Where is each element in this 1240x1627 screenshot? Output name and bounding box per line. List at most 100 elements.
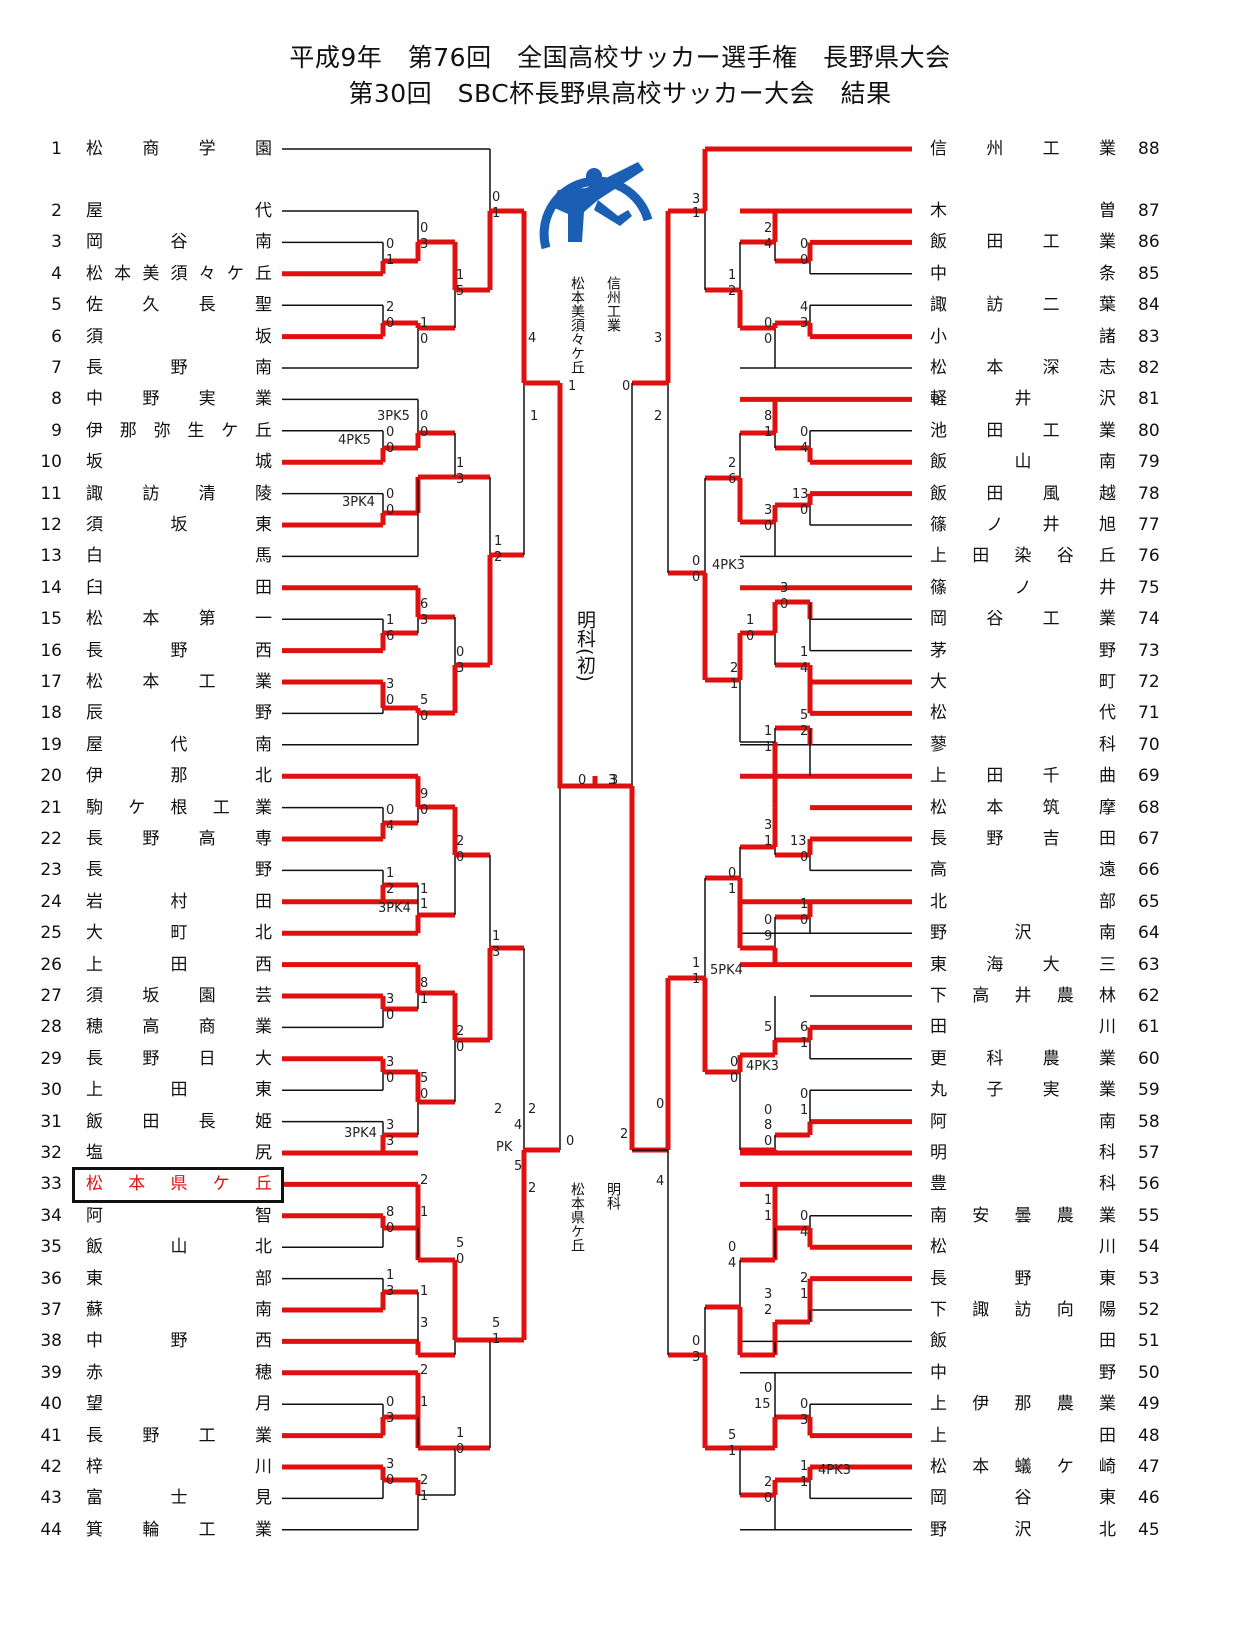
team-seed-number: 82	[1138, 358, 1160, 378]
team-seed-number: 34	[40, 1205, 62, 1226]
match-score: 0	[420, 709, 429, 724]
match-score: 0	[456, 1040, 465, 1055]
match-score: 2	[730, 661, 739, 676]
match-score: 4PK3	[818, 1463, 851, 1478]
team-seed-number: 21	[40, 797, 62, 818]
match-score: 0	[764, 1491, 773, 1506]
team-seed-number: 1	[51, 139, 62, 159]
team-seed-number: 28	[40, 1017, 62, 1038]
match-score: 1	[800, 1287, 809, 1302]
team-seed-number: 55	[1138, 1205, 1160, 1226]
match-score: 0	[456, 850, 465, 865]
team-name: 中野西	[86, 1331, 340, 1352]
team-name: 長野日大	[86, 1048, 312, 1069]
match-score: 3	[800, 1413, 809, 1428]
team-name: 更科農業	[930, 1048, 1156, 1069]
team-seed-number: 71	[1138, 703, 1160, 724]
match-score: 1	[692, 206, 701, 221]
match-score: 5	[492, 1316, 501, 1331]
match-score: 13	[792, 487, 809, 502]
team-seed-number: 86	[1138, 232, 1160, 253]
team-name: 坂城	[86, 452, 424, 473]
match-score: 0	[764, 1134, 773, 1149]
match-score: 2	[456, 1024, 465, 1039]
team-name: 木曽	[930, 201, 1240, 221]
match-score: 1	[800, 1036, 809, 1051]
match-score: 1	[764, 740, 773, 755]
match-score: 4	[528, 331, 537, 346]
team-seed-number: 46	[1138, 1488, 1160, 1509]
team-name: 箕輪工業	[86, 1519, 312, 1540]
match-score: 4	[800, 441, 809, 456]
match-score: 1	[492, 206, 501, 221]
match-score: 3	[456, 661, 465, 676]
match-score: 0	[578, 773, 587, 788]
team-name: 丸子実業	[930, 1080, 1156, 1101]
team-name: 岡谷工業	[930, 609, 1156, 630]
match-score: 0	[800, 237, 809, 252]
team-seed-number: 39	[40, 1362, 62, 1383]
page-subtitle: 第30回 SBC杯長野県高校サッカー大会 結果	[348, 79, 892, 108]
match-score: 8	[764, 1118, 773, 1133]
match-score: 2	[800, 1271, 809, 1286]
match-score: PK	[496, 1140, 513, 1155]
team-seed-number: 79	[1138, 452, 1160, 473]
match-score: 0	[800, 1209, 809, 1224]
team-seed-number: 58	[1138, 1111, 1160, 1132]
match-score: 3	[420, 237, 429, 252]
match-score: 2	[386, 882, 395, 897]
team-seed-number: 56	[1138, 1174, 1160, 1195]
match-score: 0	[764, 1381, 773, 1396]
team-seed-number: 76	[1138, 546, 1160, 567]
team-name: 松川	[930, 1237, 1240, 1258]
match-score: 0	[800, 1397, 809, 1412]
team-seed-number: 41	[40, 1425, 62, 1446]
team-seed-number: 13	[40, 546, 62, 567]
match-score: 4	[728, 1256, 737, 1271]
soccer-kick-emblem-icon	[528, 150, 668, 264]
match-score: 1	[800, 1459, 809, 1474]
match-score: 4	[386, 819, 395, 834]
match-score: 0	[730, 1055, 739, 1070]
team-name: 赤穂	[86, 1362, 424, 1383]
team-seed-number: 22	[40, 829, 62, 849]
match-score: 0	[692, 554, 701, 569]
match-score: 6	[800, 1020, 809, 1035]
team-seed-number: 63	[1138, 954, 1160, 975]
team-name: 小諸	[930, 326, 1240, 347]
team-name: 長野吉田	[930, 829, 1156, 849]
match-score: 0	[456, 645, 465, 660]
match-score: 3PK4	[342, 495, 375, 510]
match-score: 4PK3	[712, 558, 745, 573]
team-name: 屋代	[86, 201, 424, 221]
semifinal-team-bottom-left: 松本県ケ丘	[569, 1182, 585, 1252]
team-name: 穂高商業	[86, 1017, 312, 1038]
match-score: 1	[420, 1205, 429, 1220]
team-name: 池田工業	[930, 420, 1156, 441]
match-score: 2	[456, 834, 465, 849]
team-seed-number: 64	[1138, 923, 1160, 944]
match-score: 0	[386, 1395, 395, 1410]
page-title: 平成9年 第76回 全国高校サッカー選手権 長野県大会	[289, 43, 951, 72]
match-score: 3	[492, 945, 501, 960]
match-score: 0	[420, 1087, 429, 1102]
match-score: 3	[764, 1287, 773, 1302]
team-seed-number: 5	[51, 295, 62, 316]
team-seed-number: 75	[1138, 577, 1160, 598]
team-seed-number: 40	[40, 1394, 62, 1415]
match-score: 5PK4	[710, 963, 743, 978]
team-name: 長野高専	[86, 829, 312, 849]
team-name: 篠ノ井	[930, 577, 1184, 598]
team-name: 中野	[930, 1362, 1240, 1383]
match-score: 0	[420, 221, 429, 236]
team-seed-number: 33	[40, 1174, 62, 1195]
team-name: 長野工業	[86, 1425, 312, 1446]
team-name: 臼田	[86, 577, 424, 598]
match-score: 3	[692, 192, 701, 207]
semifinal-team-final-winner: 明科(初)	[574, 610, 596, 682]
match-score: 2	[420, 1473, 429, 1488]
match-score: 0	[456, 1442, 465, 1457]
match-score: 0	[800, 850, 809, 865]
team-name: 上田	[930, 1425, 1240, 1446]
match-score: 4	[800, 300, 809, 315]
